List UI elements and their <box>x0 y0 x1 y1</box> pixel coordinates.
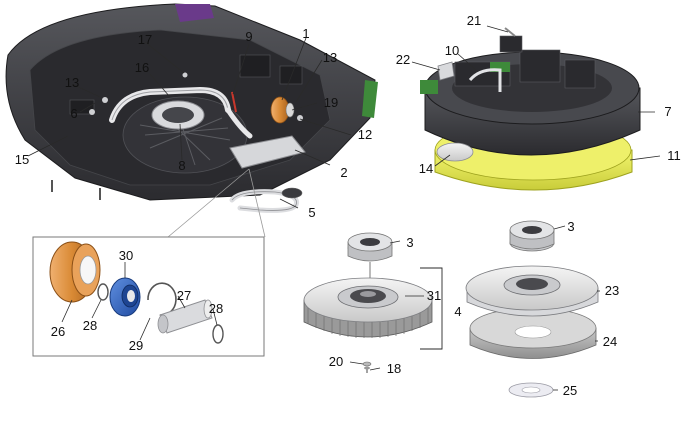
callout-26: 26 <box>51 324 65 339</box>
callout-11: 11 <box>667 148 681 163</box>
callout-7: 7 <box>664 104 671 119</box>
gear-part <box>509 220 555 252</box>
callout-3: 3 <box>406 235 413 250</box>
callout-21: 21 <box>467 13 481 28</box>
callout-27: 27 <box>177 288 191 303</box>
callout-1: 1 <box>302 26 309 41</box>
detail-connector-line <box>167 168 250 238</box>
callout-19: 19 <box>324 95 338 110</box>
callout-9: 9 <box>245 29 252 44</box>
callout-29: 29 <box>129 338 143 353</box>
leader-lines <box>27 25 661 391</box>
callout-20: 20 <box>329 354 343 369</box>
callout-6: 6 <box>70 106 77 121</box>
callout-17: 17 <box>138 32 152 47</box>
callout-14: 14 <box>419 161 433 176</box>
callout-5: 5 <box>308 205 315 220</box>
callout-16: 16 <box>135 60 149 75</box>
callout-24: 24 <box>603 334 617 349</box>
callout-8: 8 <box>178 158 185 173</box>
head-assembly <box>420 27 641 191</box>
shaft-part <box>157 299 213 334</box>
roller-part <box>49 241 101 303</box>
pad-assembly <box>465 220 599 398</box>
callout-3: 3 <box>567 219 574 234</box>
callout-31: 31 <box>427 288 441 303</box>
callout-13: 13 <box>323 50 337 65</box>
bent-tube-part <box>229 187 303 213</box>
bearing-part <box>109 277 141 317</box>
retaining-ring-part <box>97 283 109 301</box>
callout-23: 23 <box>605 283 619 298</box>
callout-4: 4 <box>454 304 461 319</box>
callout-13: 13 <box>65 75 79 90</box>
brush-assembly <box>303 232 443 373</box>
main-housing <box>5 3 378 201</box>
callout-28: 28 <box>83 318 97 333</box>
gear-part <box>347 232 393 262</box>
callout-25: 25 <box>563 383 577 398</box>
callout-2: 2 <box>340 165 347 180</box>
callout-12: 12 <box>358 127 372 142</box>
callout-28: 28 <box>209 301 223 316</box>
callout-22: 22 <box>396 52 410 67</box>
retaining-ring-part <box>212 324 224 344</box>
detail-connector-line <box>248 168 266 238</box>
callout-labels: 1 2 3 3 4 5 6 7 8 9 10 11 12 13 13 14 15… <box>15 13 681 398</box>
callout-30: 30 <box>119 248 133 263</box>
callout-15: 15 <box>15 152 29 167</box>
callout-18: 18 <box>387 361 401 376</box>
callout-10: 10 <box>445 43 459 58</box>
detail-inset <box>32 236 265 357</box>
